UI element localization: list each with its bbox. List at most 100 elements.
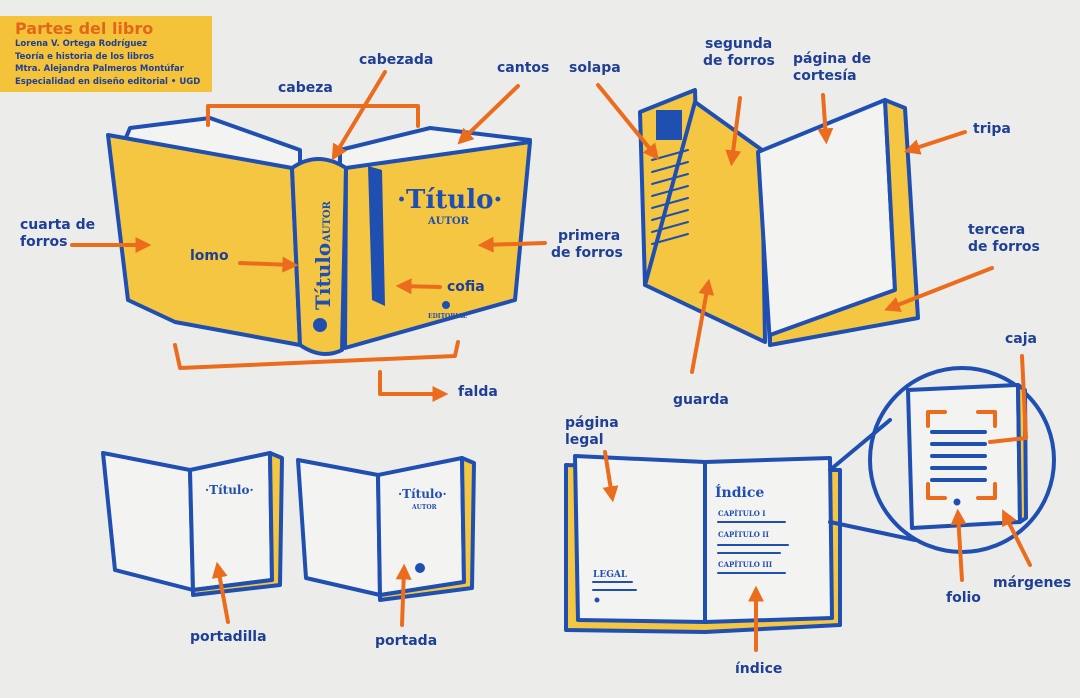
index-cap1: CAPÍTULO I [718, 509, 766, 518]
index-page [703, 456, 834, 624]
labels: cabeza cabezada cantos cuarta de forros … [20, 36, 1071, 677]
zoom-type-area-corners [926, 410, 997, 500]
label-tercera-1: tercera [968, 222, 1025, 238]
legal-folio [594, 597, 600, 603]
label-cabezada: cabezada [359, 52, 433, 68]
arrows [70, 70, 1032, 652]
header-box: Partes del libro Lorena V. Ortega Rodríg… [0, 16, 212, 92]
falda-arrow [378, 370, 449, 402]
guarda-arrow [690, 278, 715, 374]
legal-page [573, 454, 707, 624]
falda-bracket [173, 340, 460, 370]
label-portadilla: portadilla [190, 629, 267, 645]
header-title: Partes del libro [15, 19, 154, 38]
cabezada-arrow [331, 70, 387, 161]
portadilla-book: ·Título· [101, 451, 284, 597]
label-indice: índice [735, 661, 782, 677]
portada-title: ·Título· [398, 487, 447, 501]
cover-title: ·Título· [397, 185, 502, 215]
label-segunda-2: de forros [703, 53, 775, 69]
label-falda: falda [458, 384, 498, 400]
label-cofia: cofia [447, 279, 485, 295]
spine-title: Título [311, 243, 335, 310]
label-folio: folio [946, 590, 981, 606]
label-primera-2: de forros [551, 245, 623, 261]
zoom-lines [828, 418, 917, 542]
index-cap2: CAPÍTULO II [718, 530, 769, 539]
label-tercera-2: de forros [968, 239, 1040, 255]
label-solapa: solapa [569, 60, 621, 76]
legal-lines [592, 581, 637, 591]
closed-book-illustration: ·Título· AUTOR EDITORIAL Título AUTOR [106, 116, 532, 356]
tercera-arrow [884, 266, 994, 312]
label-pagina-legal-1: página [565, 415, 619, 431]
portada-book: ·Título· AUTOR [296, 456, 476, 602]
label-lomo: lomo [190, 248, 229, 264]
portada-right-page [376, 456, 466, 597]
primera-arrow [477, 236, 547, 253]
zoom-circle [828, 366, 1056, 554]
portada-left-page [296, 458, 382, 597]
index-heading: Índice [715, 483, 764, 501]
cabeza-bracket [206, 104, 420, 128]
legal-text: LEGAL [593, 570, 628, 580]
cofia-arrow [395, 278, 442, 295]
cover-publisher: EDITORIAL [428, 313, 468, 320]
caja-arrow [988, 354, 1028, 444]
front-cover [343, 140, 532, 350]
publisher-dot [442, 301, 450, 309]
spine [290, 157, 348, 356]
portada-logo [415, 563, 425, 573]
portadilla-arrow [211, 561, 230, 624]
label-margenes: márgenes [993, 575, 1071, 591]
label-segunda-1: segunda [705, 36, 772, 52]
portadilla-right-page [188, 451, 274, 592]
cover-author: AUTOR [427, 216, 470, 227]
header-author: Lorena V. Ortega Rodríguez [15, 39, 148, 49]
header-program: Especialidad en diseño editorial • UGD [15, 76, 201, 87]
label-primera-1: primera [558, 228, 620, 244]
portadilla-title: ·Título· [205, 483, 254, 497]
portada-arrow [395, 563, 412, 627]
spine-author: AUTOR [322, 200, 333, 243]
folio-arrow [950, 508, 967, 582]
tripa-arrow [903, 130, 967, 155]
solapa-arrow [596, 83, 660, 160]
label-cortesia-2: cortesía [793, 68, 857, 84]
cantos-arrow [457, 84, 520, 145]
segunda-arrow [725, 96, 742, 167]
page-block-edge [768, 98, 920, 347]
header-course: Teoría e historia de los libros [15, 51, 155, 62]
legal-arrow [602, 450, 619, 503]
portadilla-edge [191, 451, 284, 597]
back-cover [106, 133, 302, 347]
label-caja: caja [1005, 331, 1037, 347]
label-portada: portada [375, 633, 437, 649]
margenes-arrow [1002, 509, 1032, 567]
index-cap3: CAPÍTULO III [718, 560, 772, 569]
spine-logo [313, 318, 327, 332]
label-cabeza: cabeza [278, 80, 333, 96]
label-cuarta-2: forros [20, 234, 67, 250]
label-pagina-legal-2: legal [565, 432, 604, 448]
flap-text-lines [651, 149, 689, 245]
portadilla-left-page [101, 451, 195, 592]
flap-author-photo [656, 110, 682, 140]
label-cortesia-1: página de [793, 51, 871, 67]
label-guarda: guarda [673, 392, 729, 408]
label-cuarta-1: cuarta de [20, 217, 95, 233]
label-cantos: cantos [497, 60, 549, 76]
cortesia-arrow [817, 93, 834, 145]
open-cover-illustration [638, 88, 920, 347]
portada-author: AUTOR [411, 504, 438, 511]
portada-edge [378, 456, 476, 602]
zoom-text-lines [930, 430, 987, 482]
zoom-folio-dot [953, 498, 961, 506]
index-lines [717, 521, 789, 574]
lomo-arrow [238, 256, 299, 273]
bookmark-ribbon [368, 166, 385, 306]
header-teacher: Mtra. Alejandra Palmeros Montúfar [15, 64, 184, 74]
label-tripa: tripa [973, 121, 1011, 137]
index-book: LEGAL Índice CAPÍTULO I CAPÍTULO II CAPÍ… [564, 454, 842, 634]
